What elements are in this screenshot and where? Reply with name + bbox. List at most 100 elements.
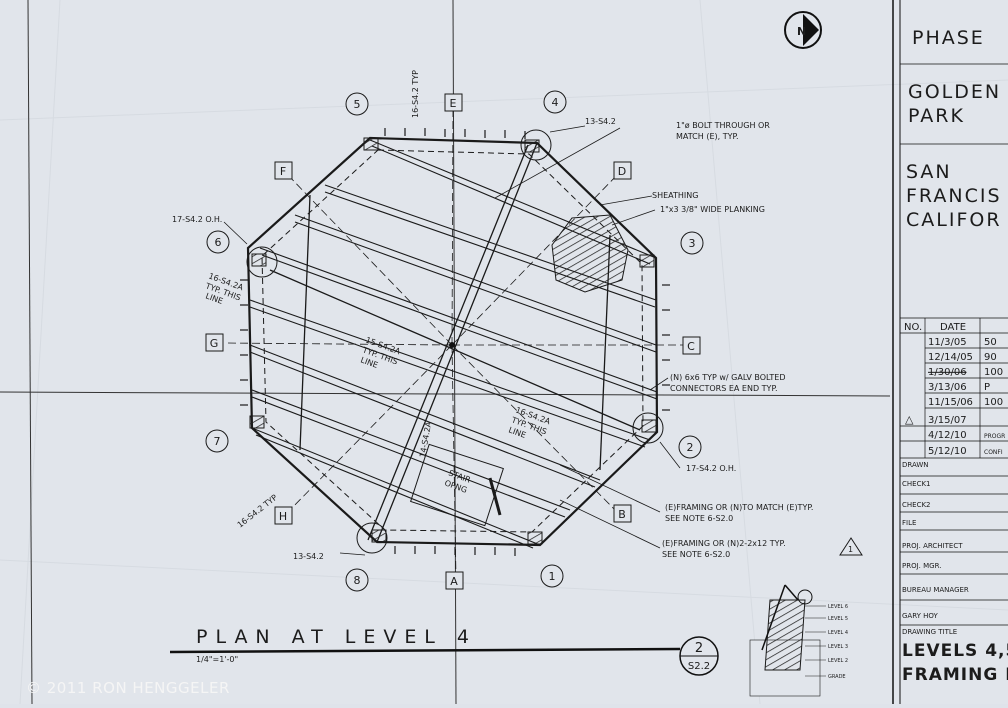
plan-scale: 1/4"=1'-0" xyxy=(196,655,238,664)
title-phase: PHASE xyxy=(912,27,985,49)
grid-circle-8: 8 xyxy=(345,568,369,592)
leader-lines xyxy=(223,125,681,556)
rev-date-8: 5/12/10 xyxy=(928,446,967,457)
corner-posts xyxy=(249,137,657,545)
svg-text:1: 1 xyxy=(848,545,853,554)
section-level-5: LEVEL 5 xyxy=(828,616,848,622)
detail-callout-circles xyxy=(246,129,664,554)
manager-name: GARY HOY xyxy=(902,612,939,620)
grid-square-E: E xyxy=(444,93,463,112)
title-location-3: SAN xyxy=(906,161,952,183)
section-level-2: LEVEL 2 xyxy=(828,658,848,664)
rev-date-2: 12/14/05 xyxy=(928,352,973,363)
rev-desc-1: 50 xyxy=(984,337,997,348)
note-bolt-line2: MATCH (E), TYP. xyxy=(676,132,739,141)
svg-text:3: 3 xyxy=(689,237,696,250)
svg-text:E: E xyxy=(450,97,457,110)
note-framing-n-line2: SEE NOTE 6-S2.0 xyxy=(662,550,730,559)
note-ref-17-left: 17-S4.2 O.H. xyxy=(172,215,222,224)
rev-desc-2: 90 xyxy=(984,352,997,363)
grid-square-group: A B C D E F G H xyxy=(205,93,701,590)
rev-date-3: 1/30/06 xyxy=(928,367,967,378)
note-ref-17-right: 17-S4.2 O.H. xyxy=(686,464,736,473)
sheet-fold-line-left xyxy=(27,0,33,705)
section-level-grade: GRADE xyxy=(828,674,846,680)
revision-triangle: 1 xyxy=(839,537,863,556)
rev-desc-5: 100 xyxy=(984,397,1003,408)
svg-text:G: G xyxy=(210,337,219,350)
sheet-ref: S2.2 xyxy=(688,661,710,672)
svg-text:A: A xyxy=(450,575,458,588)
section-level-6: LEVEL 6 xyxy=(828,604,848,610)
title-location-4: FRANCIS xyxy=(906,185,1002,207)
grid-square-H: H xyxy=(274,506,293,525)
plan-title: PLAN AT LEVEL 4 xyxy=(196,626,471,648)
grid-square-F: F xyxy=(274,161,293,180)
section-level-3: LEVEL 3 xyxy=(828,644,848,650)
blocking-ticks xyxy=(240,128,670,556)
note-ref-16-top: 16-S4.2 TYP xyxy=(411,70,420,118)
note-post-line1: (N) 6x6 TYP w/ GALV BOLTED xyxy=(670,373,786,382)
rev-date-4: 3/13/06 xyxy=(928,382,967,393)
grid-square-B: B xyxy=(613,504,632,523)
section-level-4: LEVEL 4 xyxy=(828,630,848,636)
svg-text:5: 5 xyxy=(354,98,361,111)
rev-desc-3: 100 xyxy=(984,367,1003,378)
drawing-title-label: DRAWING TITLE xyxy=(902,628,957,636)
role-proj-mgr: PROJ. MGR. xyxy=(902,562,941,570)
grid-square-D: D xyxy=(613,161,632,180)
svg-text:8: 8 xyxy=(354,574,361,587)
roles-table xyxy=(900,475,1008,626)
grid-circle-4: 4 xyxy=(543,90,567,114)
rev-date-5: 11/15/06 xyxy=(928,397,973,408)
note-framing-e-line2: SEE NOTE 6-S2.0 xyxy=(665,514,733,523)
drawing-title-line1: LEVELS 4,5 xyxy=(902,641,1008,661)
rev-date-7: 4/12/10 xyxy=(928,430,967,441)
rev-date-1: 11/3/05 xyxy=(928,337,967,348)
note-framing-e-line1: (E)FRAMING OR (N)TO MATCH (E)TYP. xyxy=(665,503,813,512)
svg-text:2: 2 xyxy=(687,441,694,454)
drawing-title-line2: FRAMING P xyxy=(902,665,1008,685)
note-ref-13-bottom: 13-S4.2 xyxy=(293,552,324,561)
sheathing-patch xyxy=(551,214,629,293)
title-location-1: GOLDEN xyxy=(908,81,1001,103)
rev-desc-4: P xyxy=(984,382,990,393)
note-sheathing: SHEATHING xyxy=(652,191,698,200)
grid-circle-6: 6 xyxy=(206,230,230,254)
rev-header-date: DATE xyxy=(940,322,966,333)
note-post-line2: CONNECTORS EA END TYP. xyxy=(670,384,778,393)
title-block: PHASE GOLDEN PARK SAN FRANCIS CALIFOR NO… xyxy=(892,0,1008,704)
grid-square-A: A xyxy=(445,571,464,590)
svg-text:H: H xyxy=(279,510,287,523)
section-sketch: LEVEL 6 LEVEL 5 LEVEL 4 LEVEL 3 LEVEL 2 … xyxy=(749,584,848,697)
role-check2: CHECK2 xyxy=(902,501,931,509)
rev-desc-8: CONFI xyxy=(984,449,1003,456)
role-drawn: DRAWN xyxy=(902,461,929,469)
rev-date-6: 3/15/07 xyxy=(928,415,967,426)
grid-square-C: C xyxy=(682,336,701,355)
svg-text:6: 6 xyxy=(215,236,222,249)
center-point xyxy=(449,342,455,348)
grid-circle-1: 1 xyxy=(540,564,564,588)
role-check1: CHECK1 xyxy=(902,480,931,488)
rev-desc-7: PROGR xyxy=(984,433,1005,440)
grid-circle-group: 1 2 3 4 5 6 7 8 xyxy=(205,90,704,592)
grid-circle-3: 3 xyxy=(680,231,704,255)
stair-opening xyxy=(410,443,504,527)
svg-text:4: 4 xyxy=(552,96,559,109)
role-file: FILE xyxy=(902,519,916,527)
svg-text:C: C xyxy=(687,340,695,353)
grid-circle-2: 2 xyxy=(678,435,702,459)
svg-text:B: B xyxy=(618,508,626,521)
grid-square-G: G xyxy=(205,333,224,352)
svg-text:1: 1 xyxy=(549,570,556,583)
copyright-text: © 2011 RON HENGGELER xyxy=(26,679,230,697)
radial-centerlines xyxy=(224,107,688,579)
title-location-2: PARK xyxy=(908,105,965,127)
title-location-5: CALIFOR xyxy=(906,209,1002,231)
north-label: N xyxy=(797,25,806,38)
rev-no-6: △ xyxy=(905,413,914,426)
